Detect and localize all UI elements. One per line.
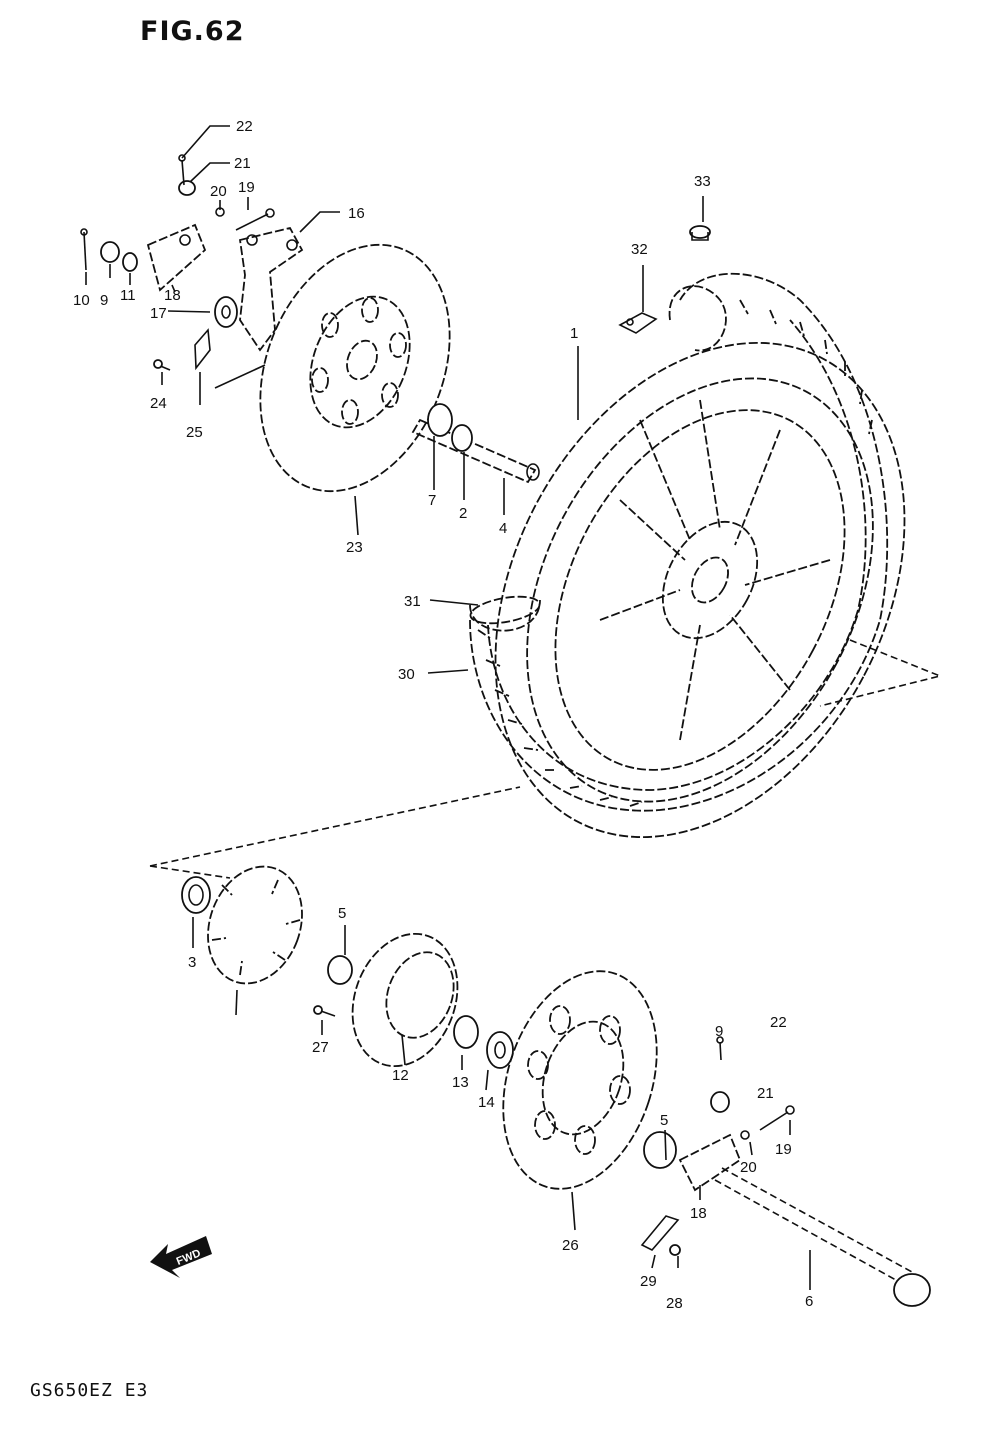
callout-20-right: 20 <box>740 1159 757 1176</box>
callout-19: 19 <box>238 179 255 196</box>
tube <box>668 285 727 352</box>
callout-21-right: 21 <box>757 1085 774 1102</box>
rim-lock <box>618 312 658 334</box>
callout-31: 31 <box>404 593 421 610</box>
model-code: GS650EZ E3 <box>30 1380 149 1401</box>
callout-11: 11 <box>120 287 136 304</box>
damper-assembly <box>181 865 303 985</box>
assembly-boundary <box>149 639 943 879</box>
callout-13: 13 <box>452 1074 469 1091</box>
callout-33: 33 <box>694 173 711 190</box>
callout-26: 26 <box>562 1237 579 1254</box>
callout-4: 4 <box>499 520 507 537</box>
callout-22-right: 22 <box>770 1014 787 1031</box>
rear-sprocket <box>502 970 658 1190</box>
figure-title: FIG.62 <box>140 16 245 47</box>
callout-12: 12 <box>392 1067 409 1084</box>
callout-3: 3 <box>188 954 196 971</box>
callout-29: 29 <box>640 1273 657 1290</box>
callout-24: 24 <box>150 395 167 412</box>
callout-20: 20 <box>210 183 227 200</box>
rim-band <box>469 595 541 632</box>
left-hardware <box>80 154 275 371</box>
callout-23: 23 <box>346 539 363 556</box>
sprocket-drum <box>313 932 514 1069</box>
callout-labels: 22 21 20 19 16 10 9 11 18 17 24 25 23 7 … <box>73 118 813 1312</box>
callout-5-upper: 5 <box>338 905 346 922</box>
callout-5-lower: 5 <box>660 1112 668 1129</box>
callout-25: 25 <box>186 424 203 441</box>
rear-tyre <box>469 273 889 812</box>
callout-22: 22 <box>236 118 253 135</box>
callout-18-right: 18 <box>690 1205 707 1222</box>
callout-18-left: 18 <box>164 287 181 304</box>
callout-16: 16 <box>348 205 365 222</box>
forward-arrow-icon: FWD <box>150 1236 212 1278</box>
callout-6: 6 <box>805 1293 813 1310</box>
callout-1: 1 <box>570 325 578 342</box>
callout-9-right: 9 <box>715 1023 723 1040</box>
rear-wheel <box>494 342 906 838</box>
rear-axle <box>411 403 540 484</box>
callout-27: 27 <box>312 1039 329 1056</box>
callout-28: 28 <box>666 1295 683 1312</box>
callout-21: 21 <box>234 155 251 172</box>
chain-adjuster <box>146 223 207 292</box>
callout-19-right: 19 <box>775 1141 792 1158</box>
callout-14: 14 <box>478 1094 495 1111</box>
callout-30: 30 <box>398 666 415 683</box>
callout-2: 2 <box>459 505 467 522</box>
right-axle <box>640 1036 931 1307</box>
leader-lines <box>85 125 811 1290</box>
callout-10: 10 <box>73 292 90 309</box>
callout-32: 32 <box>631 241 648 258</box>
callout-7: 7 <box>428 492 436 509</box>
caliper-bracket <box>214 226 304 352</box>
brake-disc <box>259 243 451 493</box>
callout-17: 17 <box>150 305 167 322</box>
callout-9: 9 <box>100 292 108 309</box>
valve-cap <box>689 225 711 241</box>
